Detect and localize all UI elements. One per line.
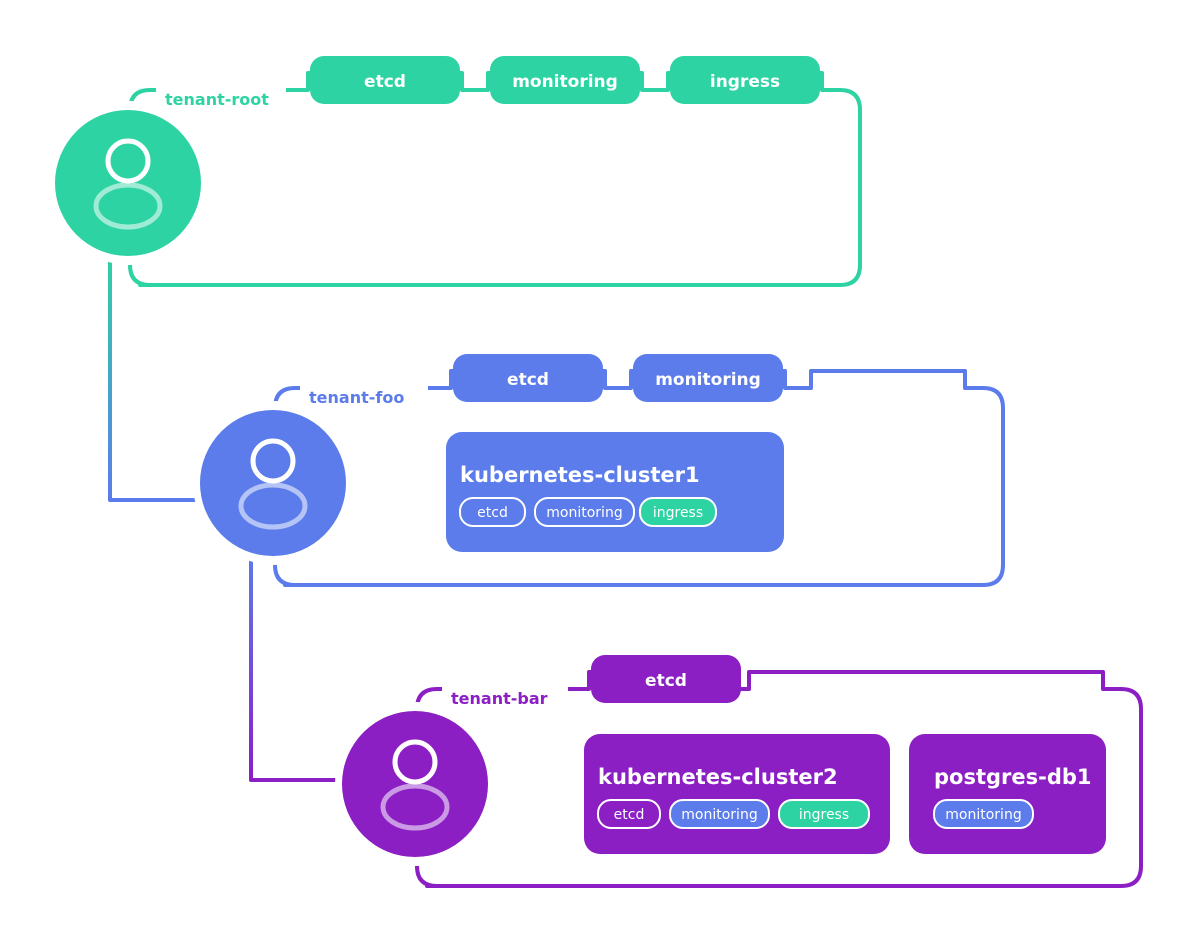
resource-card-title: kubernetes-cluster2 bbox=[598, 765, 838, 789]
chip-label: ingress bbox=[653, 505, 703, 521]
tenant-container-tenant-bar[interactable]: tenant-bar etcd kubernetes-cluster2 etcd bbox=[335, 655, 1143, 888]
chip-label: monitoring bbox=[681, 807, 757, 823]
user-avatar-icon bbox=[93, 138, 163, 230]
tenant-avatar-tenant-root[interactable] bbox=[55, 110, 201, 256]
tenant-header-pills-tenant-foo: etcd monitoring bbox=[453, 354, 783, 402]
resource-card-title: kubernetes-cluster1 bbox=[460, 463, 700, 487]
chip-etcd[interactable]: etcd bbox=[459, 497, 526, 527]
tenant-header-pills-tenant-bar: etcd bbox=[591, 655, 741, 703]
header-pill-monitoring[interactable]: monitoring bbox=[490, 56, 640, 104]
chip-label: monitoring bbox=[546, 505, 622, 521]
chip-label: monitoring bbox=[945, 807, 1021, 823]
chip-monitoring[interactable]: monitoring bbox=[669, 799, 770, 829]
chip-monitoring[interactable]: monitoring bbox=[534, 497, 635, 527]
resource-card-postgres-db1[interactable]: postgres-db1 monitoring bbox=[909, 734, 1106, 854]
header-pill-monitoring[interactable]: monitoring bbox=[633, 354, 783, 402]
header-pill-label: etcd bbox=[364, 72, 406, 92]
header-pill-label: monitoring bbox=[655, 370, 761, 390]
chip-etcd[interactable]: etcd bbox=[597, 799, 661, 829]
header-pill-label: ingress bbox=[710, 72, 780, 92]
tenant-avatar-tenant-bar[interactable] bbox=[342, 711, 488, 857]
chip-ingress[interactable]: ingress bbox=[639, 497, 717, 527]
resource-card-kubernetes-cluster2[interactable]: kubernetes-cluster2 etcd monitoring ingr… bbox=[584, 734, 890, 854]
tenant-container-tenant-foo[interactable]: tenant-foo etcd monitoring kubernetes-cl… bbox=[193, 354, 1005, 587]
tenant-container-tenant-root[interactable]: tenant-root etcd monitoring ingress bbox=[48, 56, 862, 287]
resource-card-kubernetes-cluster1[interactable]: kubernetes-cluster1 etcd monitoring ingr… bbox=[446, 432, 784, 552]
header-pill-etcd[interactable]: etcd bbox=[591, 655, 741, 703]
header-pill-ingress[interactable]: ingress bbox=[670, 56, 820, 104]
header-pill-label: monitoring bbox=[512, 72, 618, 92]
chip-monitoring[interactable]: monitoring bbox=[933, 799, 1034, 829]
header-pill-label: etcd bbox=[507, 370, 549, 390]
chip-label: etcd bbox=[477, 505, 508, 521]
header-pill-label: etcd bbox=[645, 671, 687, 691]
tenant-label-tenant-root: tenant-root bbox=[165, 90, 269, 109]
header-pill-etcd[interactable]: etcd bbox=[310, 56, 460, 104]
chip-label: ingress bbox=[799, 807, 849, 823]
user-avatar-icon bbox=[380, 739, 450, 831]
tenant-label-tenant-bar: tenant-bar bbox=[451, 689, 548, 708]
tenant-label-tenant-foo: tenant-foo bbox=[309, 388, 404, 407]
tenant-avatar-tenant-foo[interactable] bbox=[200, 410, 346, 556]
header-pill-etcd[interactable]: etcd bbox=[453, 354, 603, 402]
chip-label: etcd bbox=[614, 807, 645, 823]
user-avatar-icon bbox=[238, 438, 308, 530]
resource-card-title: postgres-db1 bbox=[934, 765, 1092, 789]
tenant-header-pills-tenant-root: etcd monitoring ingress bbox=[310, 56, 820, 104]
chip-ingress[interactable]: ingress bbox=[778, 799, 870, 829]
